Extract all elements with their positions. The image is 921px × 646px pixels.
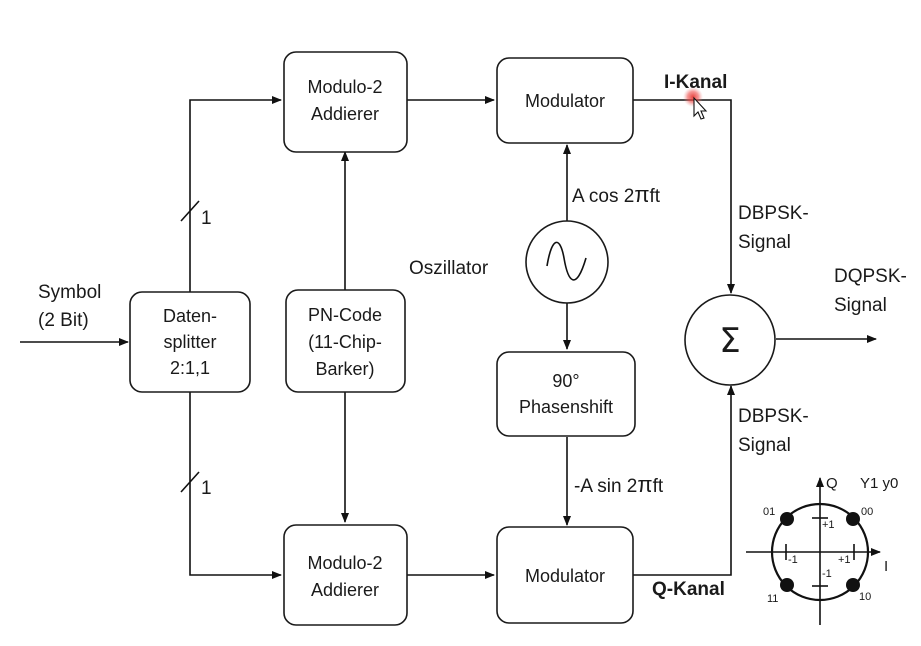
modulator-bottom-block: Modulator: [496, 526, 634, 624]
dbpsk-bottom-line1: DBPSK-: [738, 406, 809, 427]
bus-width-top: 1: [201, 208, 212, 229]
splitter-line3: 2:1,1: [170, 358, 210, 378]
constellation-point-00: [846, 512, 860, 526]
modulator-top-label: Modulator: [525, 91, 605, 111]
splitter-line1: Daten-: [163, 306, 217, 326]
constellation-point-10: [846, 578, 860, 592]
pn-code-block: PN-Code (11-Chip- Barker): [285, 289, 406, 393]
adder-top-line1: Modulo-2: [307, 77, 382, 97]
constellation-point-01: [780, 512, 794, 526]
oscillator-block: [525, 220, 609, 304]
tick-label-i-plus1: +1: [838, 554, 851, 566]
tick-label-q-minus1: -1: [822, 568, 832, 580]
sine-wave-icon: [546, 241, 587, 281]
bus-slash-top: [180, 200, 200, 222]
constellation-diagram: 01 00 11 10 +1 -1 -1 +1 Q I Y1 y0: [746, 475, 898, 625]
dbpsk-bottom-line2: Signal: [738, 435, 791, 456]
constellation-point-11: [780, 578, 794, 592]
dbpsk-top-line1: DBPSK-: [738, 203, 809, 224]
splitter-line2: splitter: [163, 332, 216, 352]
splitter-to-top-adder-wire: [189, 96, 282, 292]
mouse-cursor: [683, 87, 708, 120]
pn-code-line1: PN-Code: [308, 305, 382, 325]
point-label-10: 10: [859, 591, 871, 603]
point-label-11: 11: [767, 593, 778, 605]
splitter-to-bottom-adder-wire: [189, 392, 282, 579]
q-axis-label: Q: [826, 475, 838, 492]
pn-code-line2: (11-Chip-: [308, 332, 382, 352]
i-axis-label: I: [884, 558, 888, 575]
i-channel-label: I-Kanal: [664, 72, 727, 93]
summer-block: Σ: [684, 294, 776, 386]
output-label-line1: DQPSK-: [834, 266, 907, 287]
bus-slash-bottom: [180, 471, 200, 493]
phase-shift-line1: 90°: [552, 371, 579, 391]
tick-label-q-plus1: +1: [822, 519, 835, 531]
modulo2-adder-top-block: Modulo-2 Addierer: [283, 51, 408, 153]
q-channel-wire: [633, 385, 735, 576]
bit-header-label: Y1 y0: [860, 475, 898, 492]
cursor-arrow-icon: [693, 96, 708, 120]
point-label-00: 00: [861, 506, 873, 518]
adder-bottom-line2: Addierer: [311, 580, 379, 600]
constellation-circle: [770, 502, 870, 602]
dbpsk-top-line2: Signal: [738, 232, 791, 253]
bus-width-bottom: 1: [201, 478, 212, 499]
point-label-01: 01: [763, 506, 775, 518]
output-label-line2: Signal: [834, 295, 887, 316]
modulator-bottom-label: Modulator: [525, 566, 605, 586]
data-splitter-block: Daten- splitter 2:1,1: [129, 291, 251, 393]
phase-shift-line2: Phasenshift: [519, 397, 613, 417]
modulo2-adder-bottom-block: Modulo-2 Addierer: [283, 524, 408, 626]
tick-label-i-minus1: -1: [788, 554, 798, 566]
pn-code-line3: Barker): [315, 359, 374, 379]
sigma-symbol: Σ: [719, 321, 740, 361]
cos-label: A cos 2πft: [572, 182, 661, 207]
i-channel-wire: [633, 99, 735, 294]
adder-top-line2: Addierer: [311, 104, 379, 124]
modulator-top-block: Modulator: [496, 57, 634, 144]
sin-label: -A sin 2πft: [574, 472, 664, 497]
adder-bottom-line1: Modulo-2: [307, 553, 382, 573]
q-channel-label: Q-Kanal: [652, 579, 725, 600]
input-label-line2: (2 Bit): [38, 310, 89, 331]
phase-shift-block: 90° Phasenshift: [496, 351, 636, 437]
input-label-line1: Symbol: [38, 282, 101, 303]
oscillator-label: Oszillator: [409, 258, 489, 279]
